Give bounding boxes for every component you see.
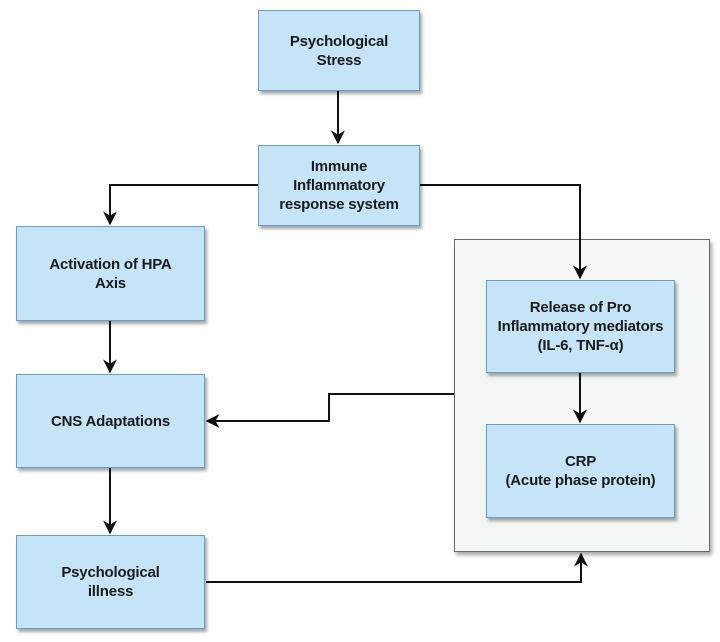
edge-immune-to-mediators — [419, 184, 587, 280]
node-label: Immune Inflammatory response system — [279, 158, 399, 213]
edge-group-to-cns — [205, 393, 454, 428]
node-cns-adaptations: CNS Adaptations — [16, 374, 205, 468]
edge-illness-to-group — [206, 552, 588, 583]
node-activation-hpa-axis: Activation of HPA Axis — [16, 226, 205, 321]
node-label: Psychological Stress — [289, 32, 389, 69]
node-label: Psychological illness — [61, 564, 160, 600]
node-pro-inflammatory-mediators: Release of Pro Inflammatory mediators (I… — [486, 280, 675, 373]
node-psychological-illness: Psychological illness — [16, 535, 205, 629]
node-label: CRP (Acute phase protein) — [505, 453, 656, 489]
node-label: Release of Pro Inflammatory mediators (I… — [497, 299, 664, 354]
node-crp: CRP (Acute phase protein) — [486, 424, 675, 518]
node-label: Activation of HPA Axis — [49, 255, 172, 292]
node-immune-inflammatory-response: Immune Inflammatory response system — [258, 145, 420, 226]
edge-immune-to-hpa — [103, 184, 258, 226]
node-psychological-stress: Psychological Stress — [258, 10, 420, 91]
node-label: CNS Adaptations — [51, 412, 170, 430]
